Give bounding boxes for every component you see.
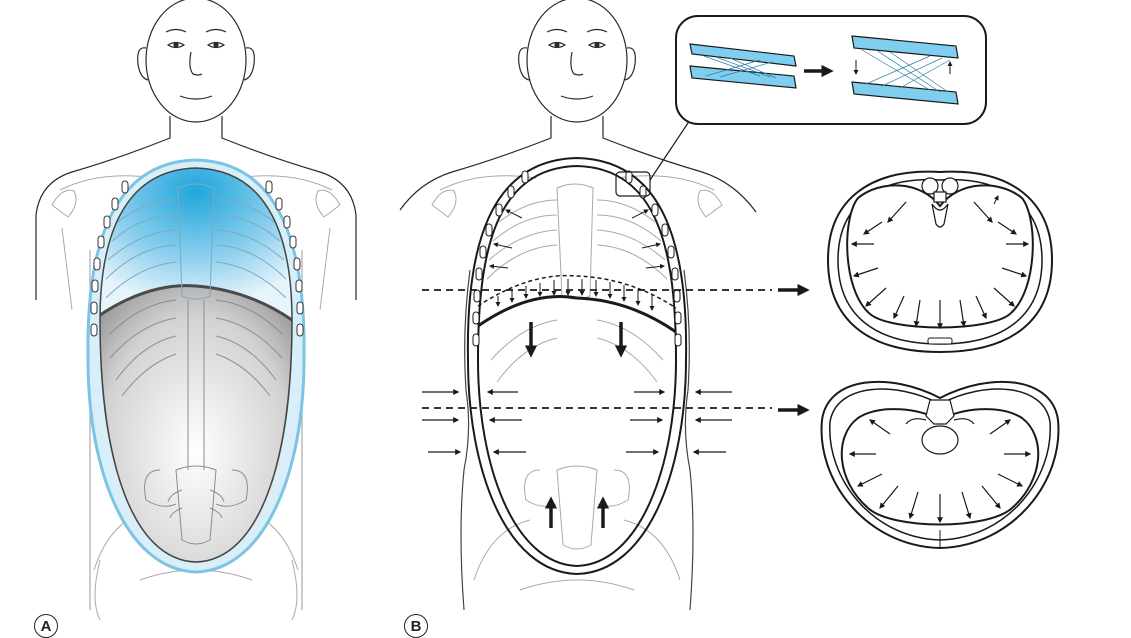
callout-leader [649, 119, 691, 181]
zoom-callout-target [615, 171, 651, 197]
skeleton-b [431, 175, 723, 591]
section-lines [422, 289, 772, 409]
panel-label-b: B [404, 614, 428, 638]
muscle-detail-after [851, 35, 959, 105]
diaphragm-small-arrows [495, 279, 655, 311]
ribcage-a [105, 183, 287, 300]
diaphragm-a [99, 284, 293, 322]
diaphragm-b [477, 295, 677, 334]
muscle-detail-before [689, 43, 797, 89]
cross-section-thorax [826, 170, 1054, 354]
panel-a-illustration [35, 0, 357, 621]
body-outline-b [399, 0, 757, 611]
panel-label-a: A [34, 614, 58, 638]
diaphragm-dome-dotted-b [477, 274, 677, 309]
lower-ribs-a [109, 299, 283, 470]
cross-section-abdomen [820, 380, 1060, 550]
panel-b-illustration [399, 0, 987, 611]
body-outline-a [35, 0, 357, 610]
pelvis-a [144, 465, 248, 545]
intercostal-spaces-b [472, 170, 682, 347]
visceral-wall-b [476, 164, 678, 568]
abdominal-cavity-a [99, 285, 293, 562]
section-arrows [778, 283, 810, 417]
intercostal-spaces-a [90, 180, 304, 337]
diaphragm-descent-arrows [524, 322, 628, 358]
pelvic-floor-arrows [544, 496, 610, 528]
abdominal-wall-arrows [422, 389, 732, 455]
thorax-outward-arrows [489, 209, 665, 269]
parietal-wall-b [466, 156, 688, 576]
thoracic-cavity-a [100, 168, 292, 320]
